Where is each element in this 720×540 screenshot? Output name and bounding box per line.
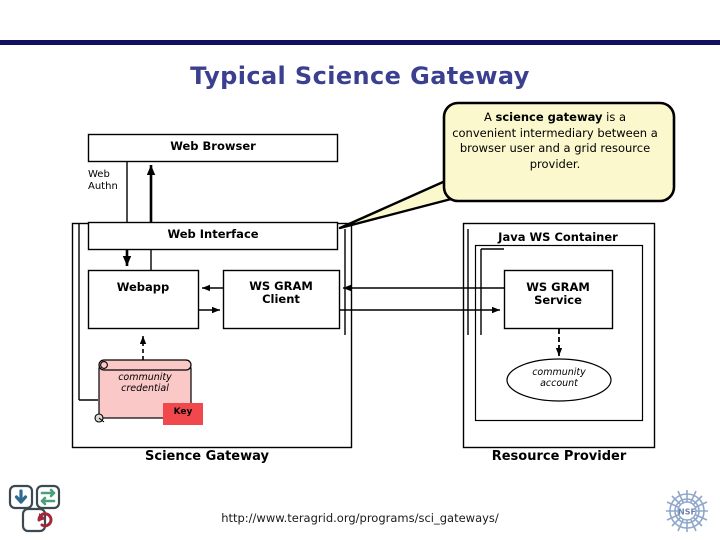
callout-text: A science gateway is a convenient interm… <box>451 110 659 172</box>
community-account-label: community account <box>532 367 586 389</box>
callout-bubble <box>338 101 676 230</box>
callout-emphasis: science gateway <box>495 110 603 124</box>
resource-provider-group-label: Resource Provider <box>491 449 627 464</box>
webapp-label: Webapp <box>116 280 170 294</box>
web-browser-label: Web Browser <box>170 139 256 153</box>
web-interface-box <box>87 221 339 251</box>
ws-gram-client-box <box>222 269 341 330</box>
java-ws-container-box <box>474 244 644 422</box>
key-label: Key <box>173 407 193 417</box>
page-title: Typical Science Gateway <box>190 62 530 90</box>
callout-lead: A <box>483 110 496 124</box>
ws-gram-client-label: WS GRAM Client <box>249 279 313 307</box>
nsf-logo-icon: NSF <box>666 490 708 532</box>
title-rule <box>0 40 720 45</box>
teragrid-logo-icon <box>8 484 61 533</box>
ws-gram-service-box <box>503 269 614 330</box>
web-interface-label: Web Interface <box>167 227 259 241</box>
key-box <box>163 403 203 425</box>
callout-rest: is a convenient intermediary between a b… <box>452 110 658 171</box>
webapp-box <box>87 269 200 330</box>
community-credential-icon <box>94 359 192 423</box>
footer-url[interactable]: http://www.teragrid.org/programs/sci_gat… <box>221 511 499 525</box>
web-browser-box <box>87 133 339 163</box>
ws-gram-service-label: WS GRAM Service <box>526 280 590 308</box>
callout-body <box>442 101 676 203</box>
svg-text:NSF: NSF <box>678 508 696 517</box>
web-authn-label: Web Authn <box>88 169 118 192</box>
callout-tail <box>338 176 457 230</box>
science-gateway-group-label: Science Gateway <box>145 449 269 464</box>
community-credential-label: community credential <box>118 372 172 394</box>
java-ws-container-label: Java WS Container <box>498 230 618 244</box>
community-account-ellipse <box>506 358 612 402</box>
resource-provider-group-box <box>462 222 656 449</box>
